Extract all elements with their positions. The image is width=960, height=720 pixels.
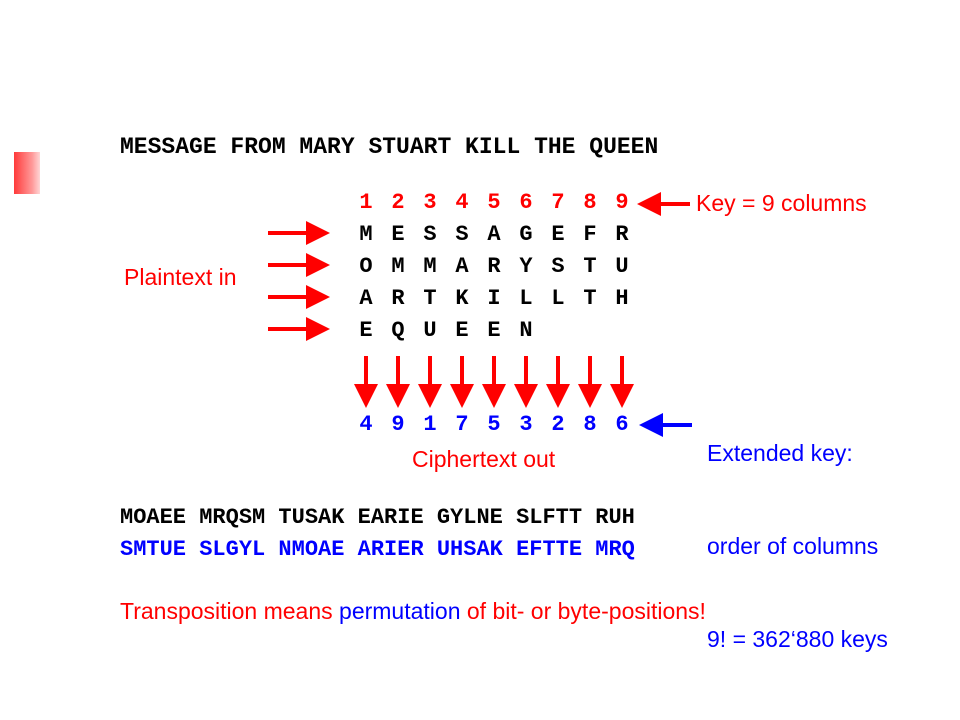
grid-letter: G [519,222,533,247]
ciphertext-out-label: Ciphertext out [412,446,556,472]
grid-letter: E [391,222,405,247]
grid-letter: A [487,222,501,247]
grid-letter: T [583,286,597,311]
key-number: 2 [391,190,405,215]
grid-letter: Y [519,254,533,279]
extended-key-number: 4 [359,412,373,437]
extended-key-number: 7 [455,412,469,437]
key-number: 1 [359,190,373,215]
grid-letter: M [423,254,437,279]
extended-key-number: 1 [423,412,437,437]
summary-part-1: Transposition means [120,598,340,624]
grid-letter: E [455,318,469,343]
grid-letter: K [455,286,469,311]
grid-letter: U [423,318,437,343]
grid-letter: R [391,286,405,311]
grid-letter: M [391,254,405,279]
key-number: 6 [519,190,533,215]
grid-letter: E [551,222,565,247]
extended-key-line-3: 9! = 362‘880 keys [707,626,888,652]
grid-letter: R [487,254,501,279]
plaintext-in-label: Plaintext in [124,264,237,290]
extended-key-line-1: Extended key: [707,440,853,466]
grid-letter: E [487,318,501,343]
grid-letter: A [455,254,469,279]
grid-letter: S [455,222,469,247]
grid-letter: E [359,318,373,343]
extended-key-number: 3 [519,412,533,437]
grid-letter: T [583,254,597,279]
grid-letter: N [519,318,533,343]
grid-letter: M [359,222,373,247]
grid-letter: S [423,222,437,247]
grid-letter: L [519,286,533,311]
grid-letter: O [359,254,373,279]
grid-letter: U [615,254,629,279]
slide-bullet [14,152,40,194]
ciphertext-output-black: MOAEE MRQSM TUSAK EARIE GYLNE SLFTT RUH [120,505,635,530]
summary-sentence: Transposition means permutation of bit- … [120,598,706,625]
extended-key-number: 8 [583,412,597,437]
extended-key-number: 6 [615,412,629,437]
grid-letter: L [551,286,565,311]
key-label: Key = 9 columns [696,190,867,216]
grid-letter: F [583,222,597,247]
grid-letter: T [423,286,437,311]
extended-key-number: 2 [551,412,565,437]
key-number: 8 [583,190,597,215]
plaintext-message: MESSAGE FROM MARY STUART KILL THE QUEEN [120,134,659,160]
key-number: 7 [551,190,565,215]
key-number: 9 [615,190,629,215]
key-number: 4 [455,190,469,215]
grid-letter: S [551,254,565,279]
grid-letter: A [359,286,373,311]
key-number: 3 [423,190,437,215]
ciphertext-output-blue: SMTUE SLGYL NMOAE ARIER UHSAK EFTTE MRQ [120,537,635,562]
summary-part-2: permutation [339,598,461,624]
grid-letter: R [615,222,629,247]
summary-part-3: of bit- or byte-positions! [460,598,706,624]
extended-key-annotation: Extended key: order of columns 9! = 362‘… [707,376,888,686]
extended-key-number: 9 [391,412,405,437]
extended-key-number: 5 [487,412,501,437]
grid-letter: H [615,286,629,311]
extended-key-line-2: order of columns [707,533,879,559]
key-number: 5 [487,190,501,215]
grid-letter: Q [391,318,405,343]
grid-letter: I [487,286,501,311]
